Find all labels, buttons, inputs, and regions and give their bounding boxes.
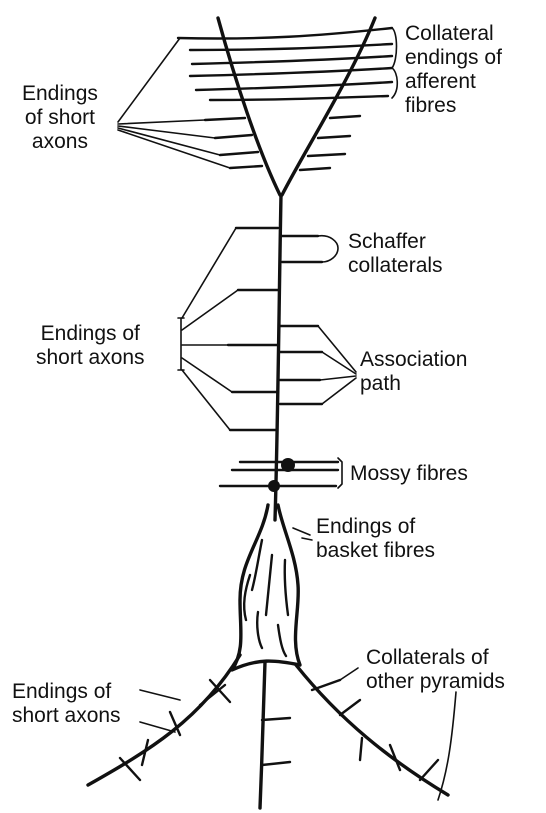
mossy-terminal-dot bbox=[281, 458, 295, 472]
mossy-terminal-dot-2 bbox=[268, 480, 280, 492]
label-association-path: Association path bbox=[360, 348, 467, 396]
label-endings-short-axons-bottom: Endings of short axons bbox=[12, 680, 121, 728]
label-collaterals-other-pyramids: Collaterals of other pyramids bbox=[366, 646, 505, 694]
basal-dendrite-middle bbox=[260, 662, 265, 808]
label-mossy-fibres: Mossy fibres bbox=[350, 462, 468, 486]
soma-outline bbox=[232, 505, 300, 670]
label-collateral-afferent: Collateral endings of afferent fibres bbox=[405, 22, 502, 118]
label-endings-short-axons-top: Endings of short axons bbox=[22, 82, 98, 154]
mossy-fibre-lines bbox=[220, 462, 338, 486]
label-schaffer-collaterals: Schaffer collaterals bbox=[348, 230, 443, 278]
top-short-endings bbox=[205, 116, 360, 170]
label-endings-short-axons-mid: Endings of short axons bbox=[36, 322, 145, 370]
apical-branch-left bbox=[218, 18, 280, 195]
afferent-fibres bbox=[178, 28, 392, 100]
left-short-axon-endings bbox=[228, 228, 278, 430]
label-basket-fibres: Endings of basket fibres bbox=[316, 515, 435, 563]
apical-shaft bbox=[275, 195, 281, 520]
right-collaterals bbox=[280, 236, 322, 404]
